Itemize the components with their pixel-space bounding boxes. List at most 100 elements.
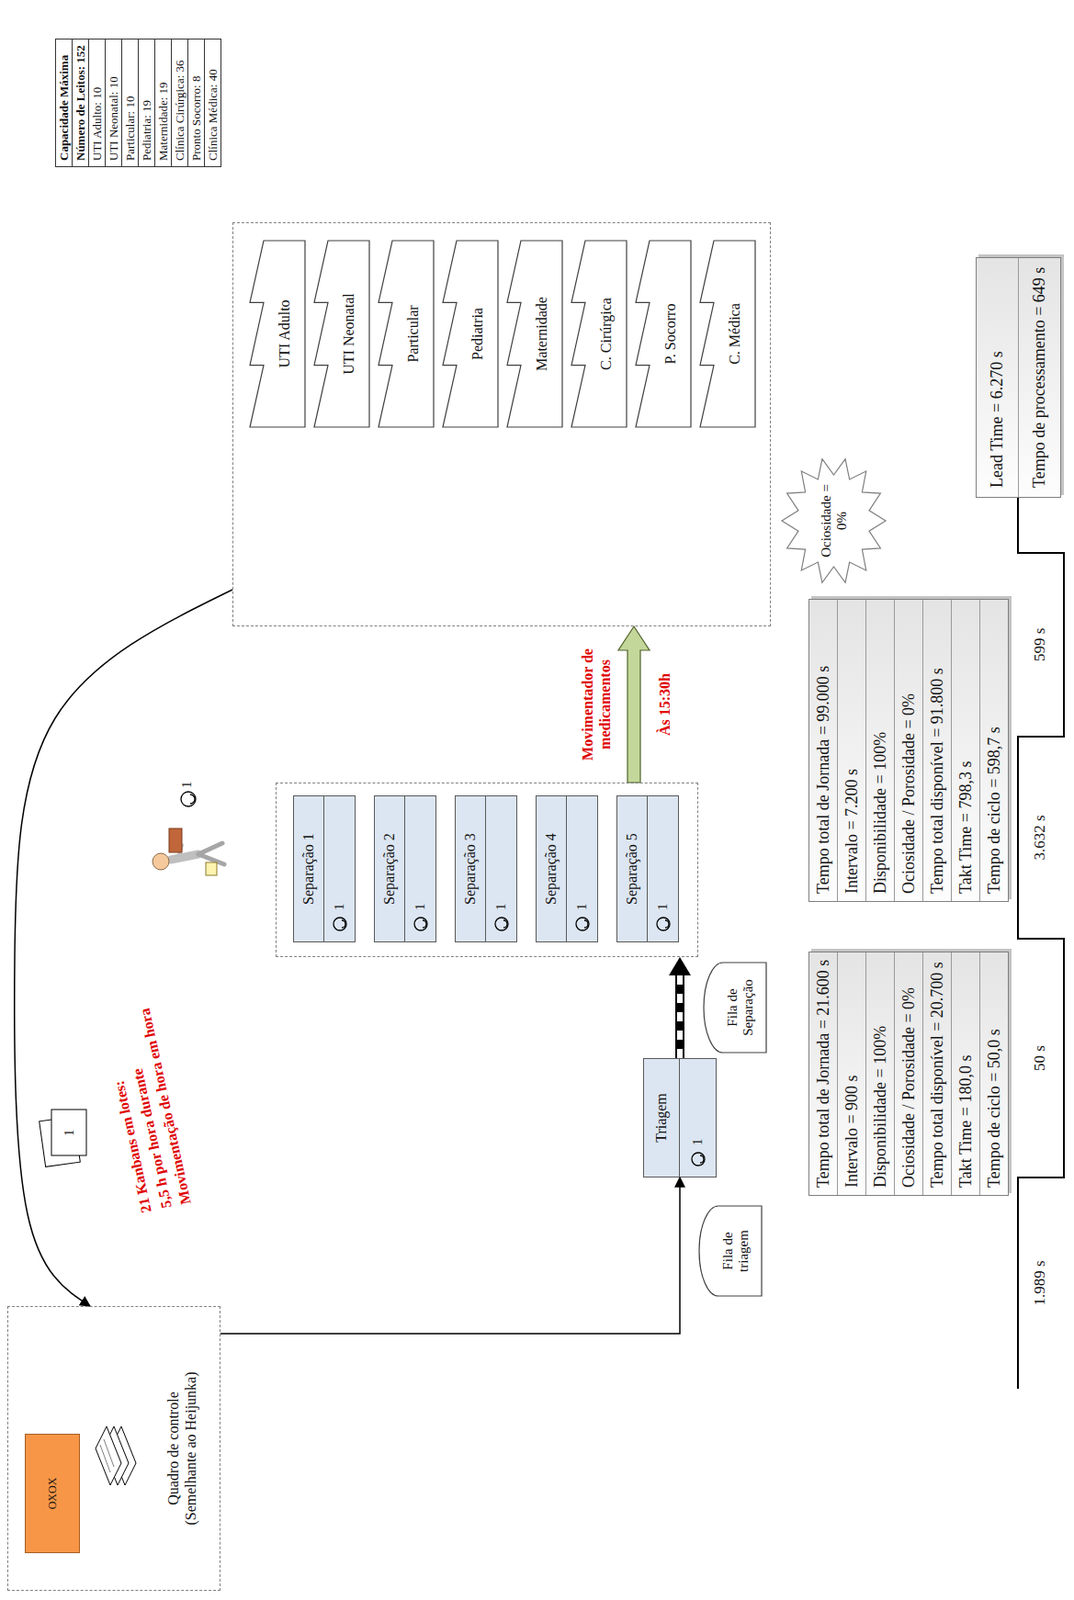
table-cell: Capacidade Máxima [56, 39, 73, 167]
operator-symbol [493, 915, 510, 933]
process-box: Separação 1 1 [293, 795, 356, 943]
ward-icon: Pediatria [441, 239, 499, 429]
table-cell: Pronto Socorro: 8 [188, 39, 205, 167]
ward-name: Maternidade [533, 296, 551, 372]
lead-time-row: Tempo de processamento = 649 s [1018, 258, 1061, 498]
process-group: Separação 11Separação 21Separação 31Sepa… [275, 782, 699, 958]
ward-name: Particular [405, 305, 422, 362]
ward-icon: C. Cirúrgica [570, 239, 628, 429]
kanban-card-icon [39, 1109, 87, 1167]
data-row: Tempo de ciclo = 50,0 s [980, 952, 1008, 1196]
kanban-stack-icon [95, 1426, 136, 1486]
queue-label: Fila de triagem [720, 1210, 752, 1292]
process-name: Separação 4 [536, 796, 567, 942]
operator-count: 1 [689, 1139, 706, 1147]
heijunka-box: OXOX [24, 1434, 80, 1554]
shipment-arrow [618, 626, 650, 783]
process-box: Triagem 1 [643, 1058, 717, 1178]
operator-count: 1 [574, 904, 590, 912]
data-row: Ociosidade / Porosidade = 0% [894, 599, 924, 902]
data-row: Tempo total de Jornada = 99.000 s [809, 599, 838, 902]
ward-name: C. Cirúrgica [598, 297, 615, 371]
operator-count: 1 [331, 904, 348, 912]
ward-name: C. Médica [726, 303, 744, 365]
ward-name: Pediatria [469, 307, 487, 361]
process-name: Separação 5 [617, 796, 648, 942]
kaizen-burst: Ociosidade = 0% [780, 456, 887, 586]
process-time: 599 s [1030, 628, 1050, 662]
operator-count: 1 [493, 904, 509, 912]
process-name: Separação 2 [374, 796, 406, 942]
queue-tombstone: Fila de triagem [698, 1205, 763, 1298]
operator-symbol [655, 915, 672, 933]
process-box: Separação 5 1 [616, 795, 679, 943]
operator-figure [152, 828, 225, 876]
ward-icon: UTI Adulto [248, 239, 306, 429]
ward-name: P. Socorro [662, 304, 679, 365]
process-box: Separação 4 1 [535, 795, 599, 943]
edge-label: Movimentador de medicamentos [578, 633, 614, 776]
operator-count: 1 [412, 904, 429, 912]
data-row: Disponibilidade = 100% [866, 952, 895, 1196]
burst-label: Ociosidade = 0% [818, 484, 850, 558]
info-flow-arrow [220, 1177, 680, 1335]
table-cell: Clínica Cirúrgica: 36 [171, 39, 189, 167]
operator-count: 1 [179, 781, 195, 790]
ward-icon: P. Socorro [634, 239, 692, 429]
wait-time: 3.632 s [1030, 814, 1050, 860]
table-cell: Particular: 10 [122, 39, 139, 167]
table-cell: Número de Leitos: 152 [72, 39, 90, 167]
data-row: Tempo total de Jornada = 21.600 s [809, 952, 838, 1196]
capacity-table: Capacidade MáximaNúmero de Leitos: 152UT… [55, 38, 222, 168]
queue-tombstone: Fila de Separação [702, 961, 768, 1054]
data-row: Tempo de ciclo = 598,7 s [980, 599, 1008, 902]
wait-time: 1.989 s [1030, 1260, 1050, 1306]
operator-symbol [180, 791, 196, 807]
data-row: Ociosidade / Porosidade = 0% [894, 952, 924, 1196]
board-caption: Quadro de controle (Semelhante ao Heijun… [164, 1356, 200, 1541]
table-cell: Pediatria: 19 [138, 39, 156, 167]
data-row: Tempo total disponível = 91.800 s [923, 599, 952, 902]
table-cell: UTI Adulto: 10 [89, 39, 106, 167]
ward-name: UTI Neonatal [340, 293, 358, 374]
operator-symbol [412, 915, 430, 933]
ward-group: UTI Adulto UTI Neonatal Particular Pediatri… [232, 222, 771, 627]
push-arrow [668, 957, 691, 1059]
process-name: Triagem [644, 1059, 680, 1177]
timeline-total-box: Lead Time = 6.270 sTempo de processament… [975, 257, 1062, 498]
table-cell: Clínica Médica: 40 [204, 39, 221, 167]
ward-icon: UTI Neonatal [313, 239, 371, 429]
queue-label: Fila de Separação [724, 967, 757, 1049]
operator-symbol [331, 915, 349, 933]
control-board: Quadro de controle (Semelhante ao Heijun… [7, 1306, 221, 1592]
process-name: Separação 3 [455, 796, 487, 942]
data-row: Takt Time = 798,3 s [951, 599, 981, 902]
kanban-count: 1 [61, 1130, 78, 1138]
process-name: Separação 1 [293, 796, 325, 942]
board-label: OXOX [45, 1478, 60, 1511]
ward-icon: Maternidade [506, 239, 564, 429]
process-box: Separação 3 1 [454, 795, 518, 943]
operator-symbol [689, 1151, 707, 1168]
data-box: Tempo total de Jornada = 21.600 sInterva… [808, 951, 1009, 1197]
process-box: Separação 2 1 [373, 795, 437, 943]
data-row: Takt Time = 180,0 s [951, 952, 981, 1196]
operator-symbol [574, 915, 591, 933]
ward-name: UTI Adulto [276, 299, 294, 368]
data-row: Disponibilidade = 100% [866, 599, 895, 902]
data-box: Tempo total de Jornada = 99.000 sInterva… [808, 599, 1009, 903]
table-cell: Maternidade: 19 [155, 39, 172, 167]
timeline [1017, 497, 1064, 1390]
process-time: 50 s [1030, 1045, 1050, 1072]
data-row: Intervalo = 900 s [837, 952, 867, 1196]
info-flow-arrow [14, 589, 233, 1307]
ward-icon: C. Médica [699, 239, 757, 429]
data-row: Tempo total disponível = 20.700 s [923, 952, 952, 1196]
table-cell: UTI Neonatal: 10 [105, 39, 123, 167]
lead-time-row: Lead Time = 6.270 s [976, 258, 1019, 498]
ward-icon: Particular [377, 239, 435, 429]
data-row: Intervalo = 7.200 s [837, 599, 867, 902]
shipment-time: Às 15:30h [655, 673, 674, 736]
operator-count: 1 [655, 904, 671, 912]
